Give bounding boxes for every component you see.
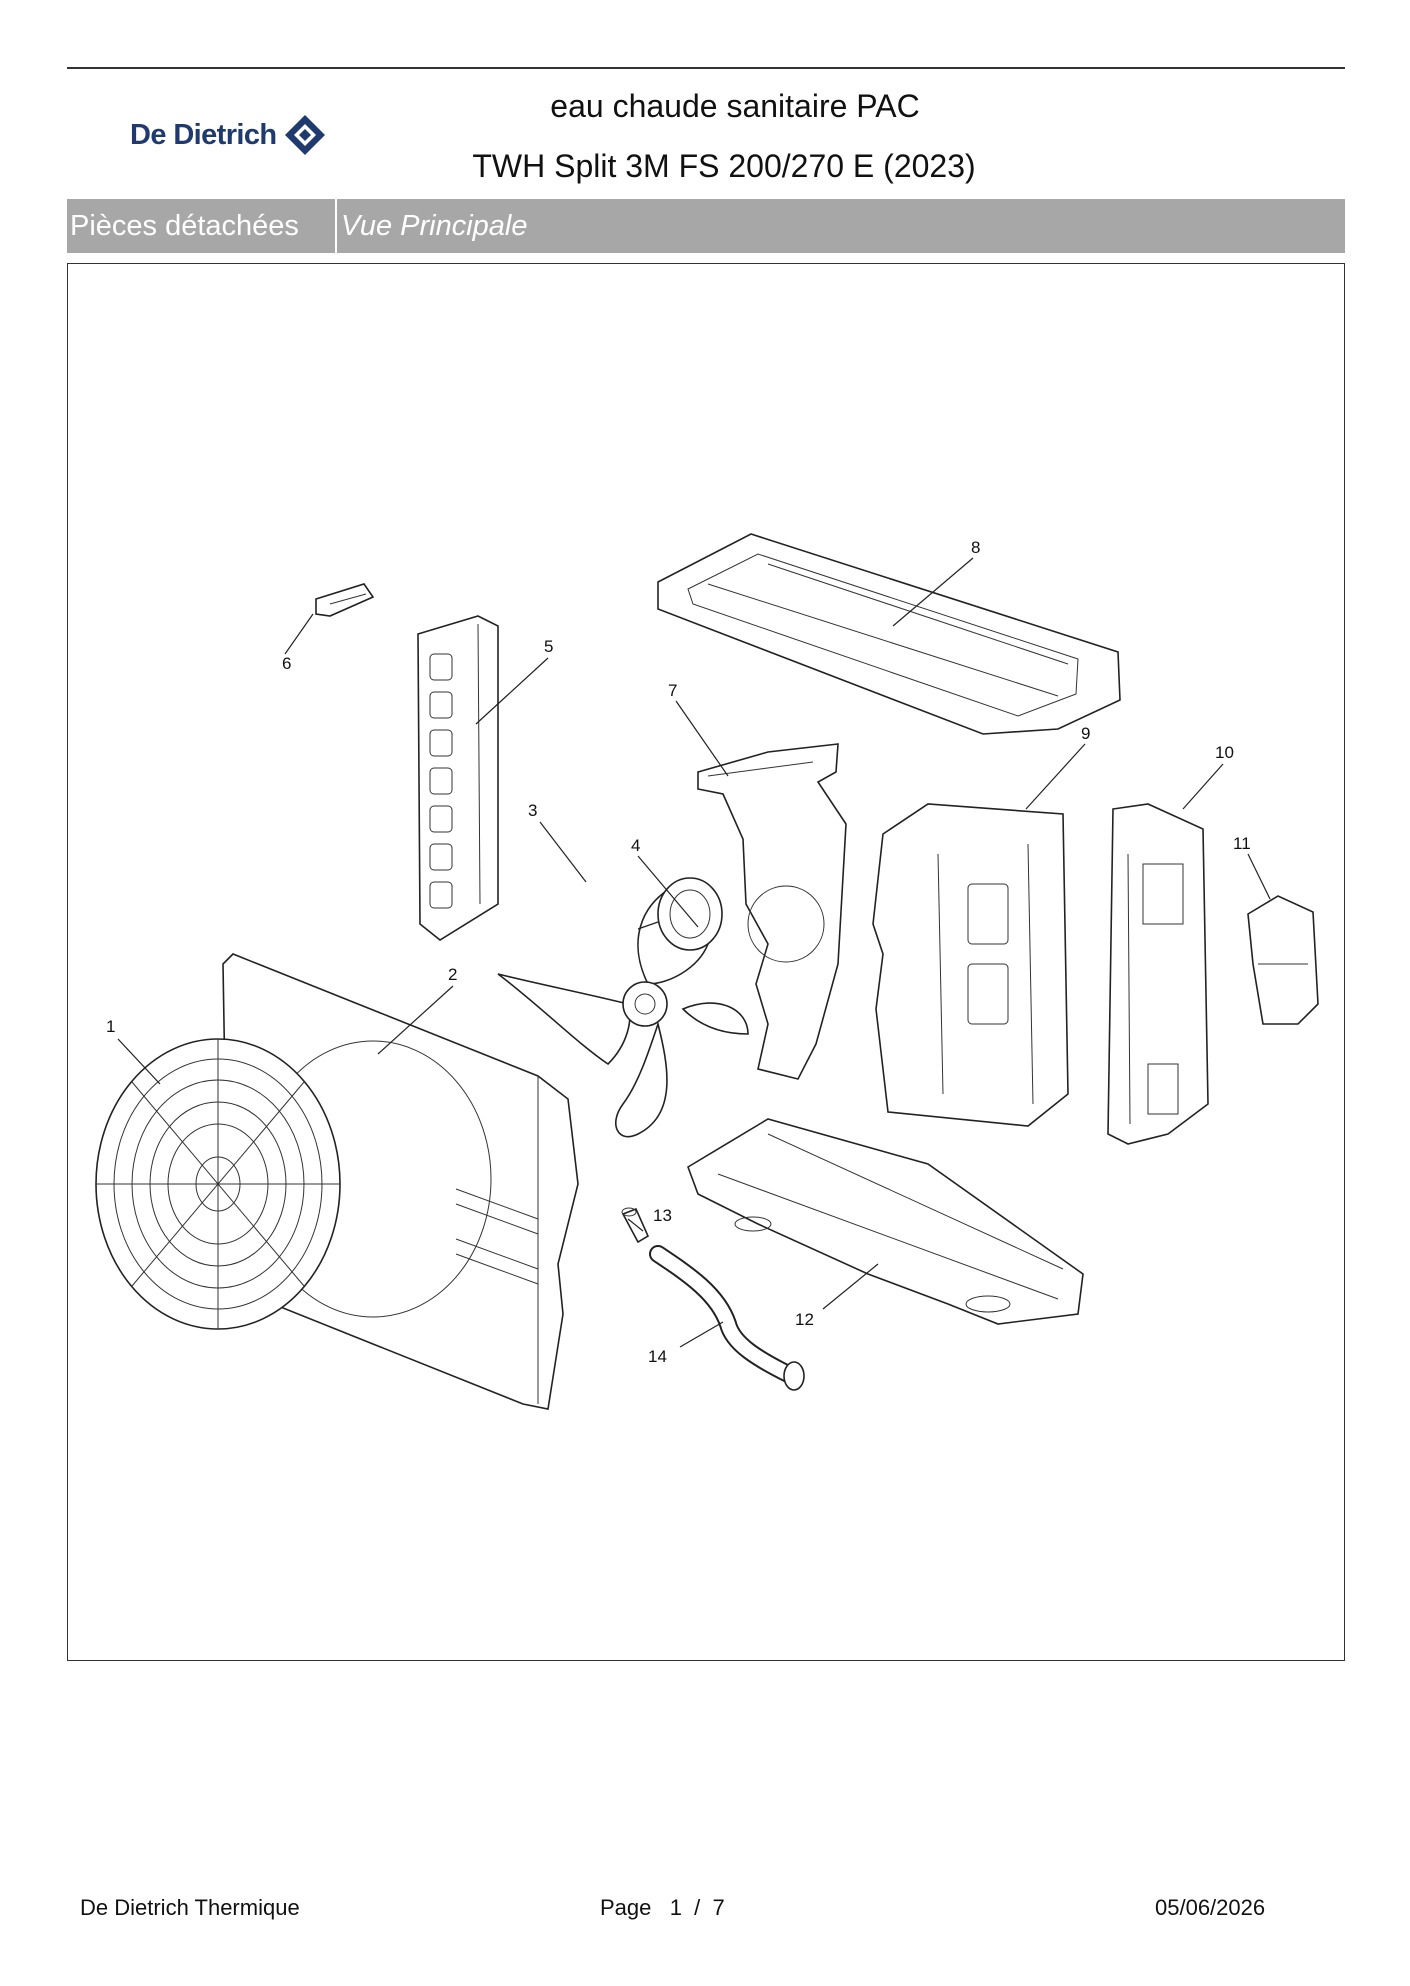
part-11-service-cover	[1247, 895, 1319, 1025]
callout-6: 6	[282, 654, 291, 673]
part-8-top-cover	[657, 533, 1121, 735]
document-title: eau chaude sanitaire PAC	[550, 88, 920, 124]
section-bar: Pièces détachées Vue Principale	[67, 199, 1345, 253]
part-10-right-panel	[1107, 803, 1209, 1145]
part-9-partition	[872, 803, 1069, 1127]
footer-date: 05/06/2026	[1155, 1895, 1266, 1920]
callout-labels: 1 2 3 4 5 6 7 8 9 10 11 12 13 14	[106, 538, 1251, 1366]
part-1-fan-grille	[95, 1038, 341, 1330]
exploded-view-svg: 1 2 3 4 5 6 7 8 9 10 11 12 13 14	[95, 533, 1319, 1410]
callout-8: 8	[971, 538, 980, 557]
callout-1: 1	[106, 1017, 115, 1036]
section-view-name: Vue Principale	[341, 210, 528, 242]
callout-7: 7	[668, 681, 677, 700]
part-6-connector	[315, 583, 375, 617]
leader-lines	[117, 557, 1271, 1348]
header-rule	[67, 67, 1345, 69]
callout-12: 12	[795, 1310, 814, 1329]
part-12-base-tray	[687, 1118, 1084, 1325]
callout-10: 10	[1215, 743, 1234, 762]
part-5-side-panel	[417, 615, 499, 941]
exploded-view-drawing: 1 2 3 4 5 6 7 8 9 10 11 12 13 14	[67, 263, 1345, 1661]
section-divider	[335, 199, 337, 253]
section-category: Pièces détachées	[70, 210, 299, 242]
brand-diamond-icon	[284, 115, 325, 155]
callout-5: 5	[544, 637, 553, 656]
brand-logo: De Dietrich	[130, 110, 327, 160]
part-14-drain-hose	[649, 1245, 805, 1391]
callout-14: 14	[648, 1347, 667, 1366]
callout-11: 11	[1233, 834, 1251, 853]
part-7-motor-bracket	[697, 743, 847, 1080]
callout-4: 4	[631, 836, 640, 855]
part-4-fan-motor	[637, 877, 723, 951]
callout-9: 9	[1081, 724, 1090, 743]
callout-3: 3	[528, 801, 537, 820]
callout-2: 2	[448, 965, 457, 984]
part-2-front-panel	[222, 953, 579, 1410]
footer-page-number: Page 1 / 7	[600, 1895, 725, 1920]
callout-13: 13	[653, 1206, 672, 1225]
footer-company: De Dietrich Thermique	[80, 1895, 300, 1920]
brand-name: De Dietrich	[130, 118, 277, 151]
product-model: TWH Split 3M FS 200/270 E (2023)	[472, 148, 976, 184]
